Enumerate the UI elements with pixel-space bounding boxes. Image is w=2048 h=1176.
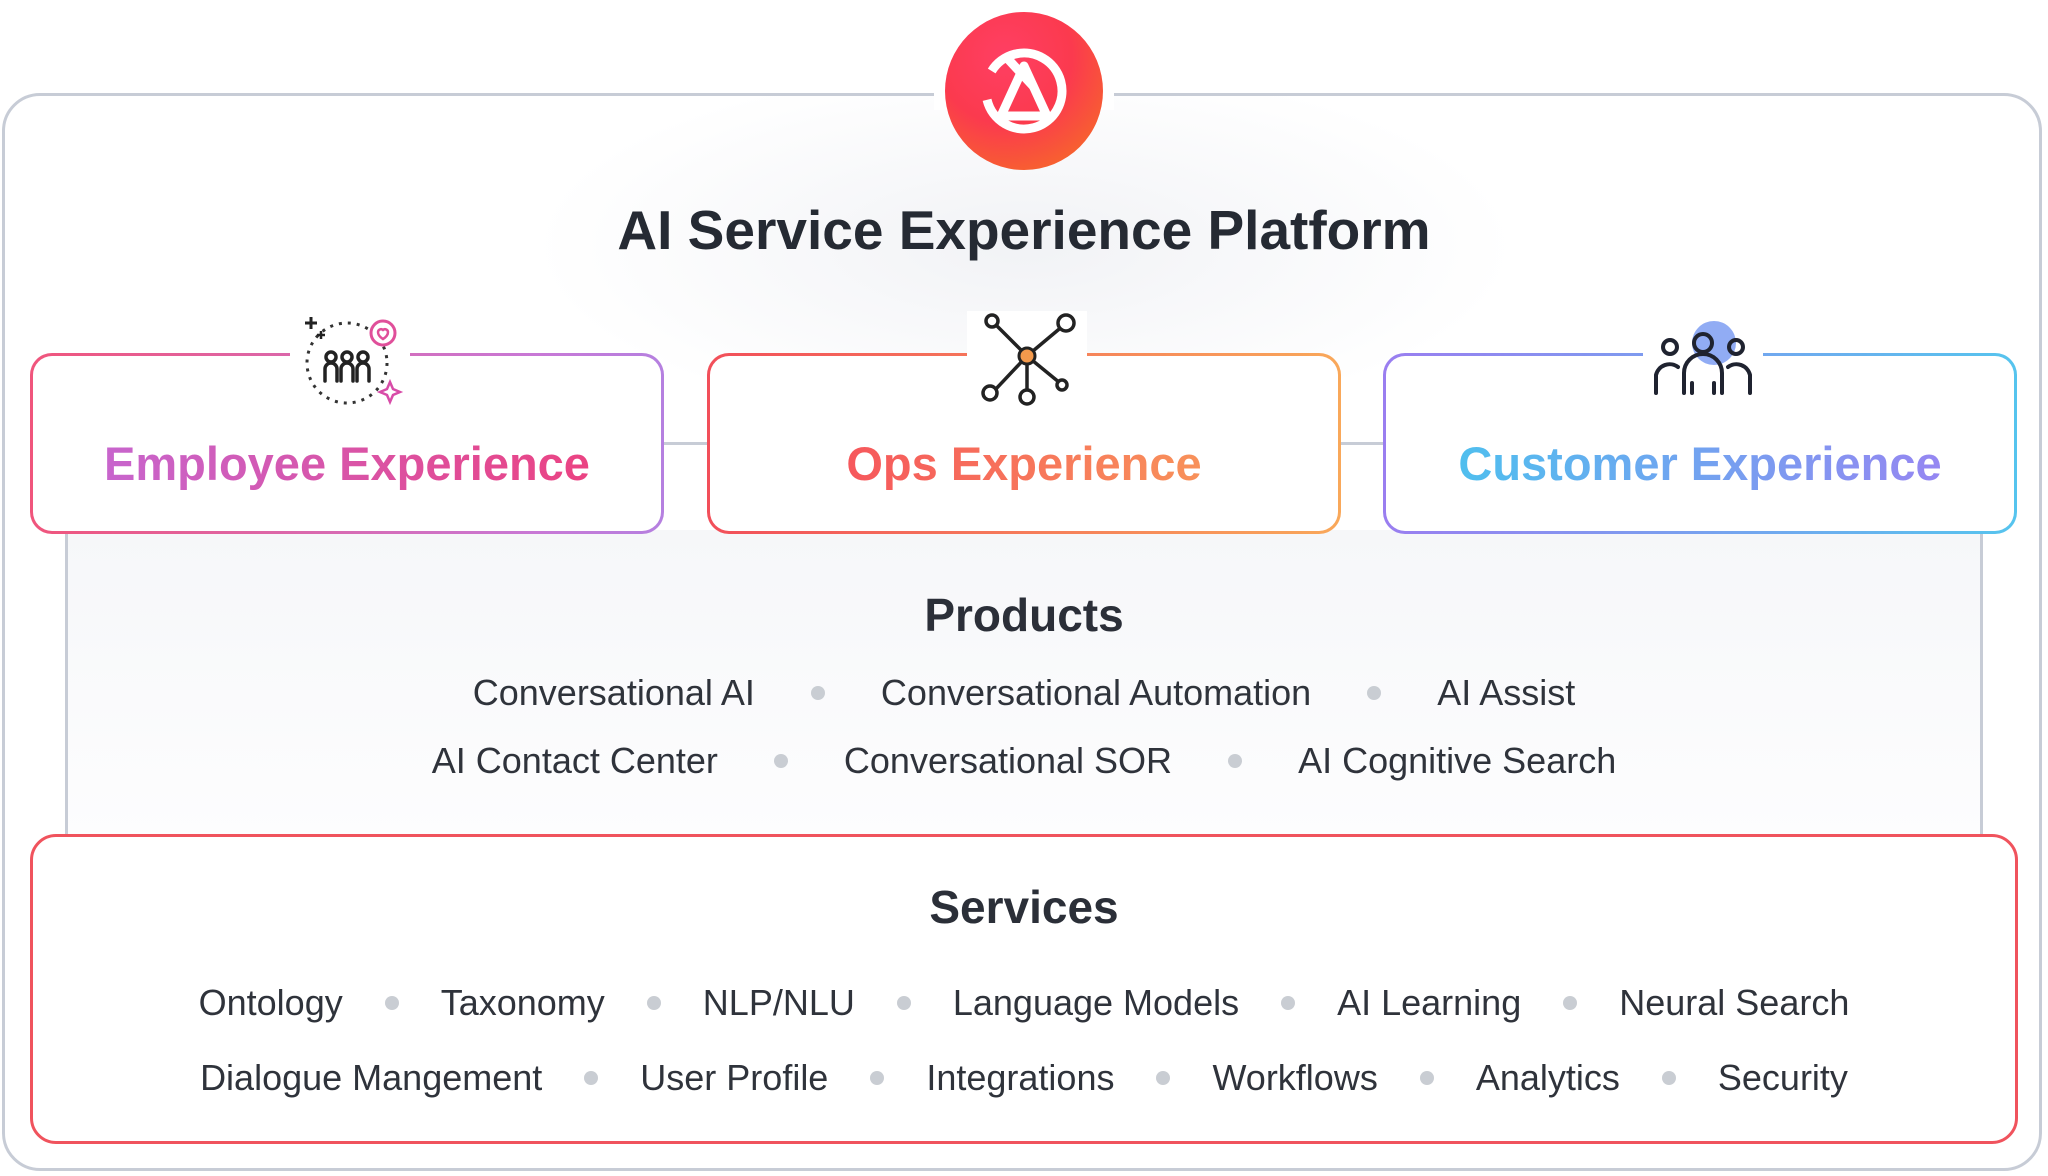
connector-right xyxy=(1341,442,1383,445)
service-item: NLP/NLU xyxy=(702,982,855,1023)
services-row-1: Ontology Taxonomy NLP/NLU Language Model… xyxy=(0,982,2048,1024)
service-item: AI Learning xyxy=(1337,982,1522,1023)
product-item: AI Cognitive Search xyxy=(1298,740,1617,781)
products-title: Products xyxy=(924,589,1124,641)
separator-dot xyxy=(773,754,788,768)
separator-dot xyxy=(584,1071,599,1085)
separator-dot xyxy=(646,996,661,1010)
service-item: Integrations xyxy=(926,1057,1115,1098)
separator-dot xyxy=(1228,754,1243,768)
products-band xyxy=(65,530,1983,837)
service-item: Workflows xyxy=(1212,1057,1378,1098)
service-item: Neural Search xyxy=(1619,982,1850,1023)
service-item: Analytics xyxy=(1475,1057,1620,1098)
service-item: Dialogue Mangement xyxy=(200,1057,543,1098)
employee-experience-card[interactable]: Employee Experience xyxy=(30,311,664,534)
service-item: Taxonomy xyxy=(440,982,605,1023)
separator-dot xyxy=(384,996,399,1010)
separator-dot xyxy=(870,1071,885,1085)
employee-experience-label: Employee Experience xyxy=(33,436,661,491)
platform-title: AI Service Experience Platform xyxy=(617,199,1431,261)
ops-experience-label: Ops Experience xyxy=(710,436,1338,491)
separator-dot xyxy=(1367,686,1382,700)
network-nodes-icon xyxy=(967,311,1087,411)
service-item: User Profile xyxy=(640,1057,829,1098)
product-item: AI Contact Center xyxy=(431,740,718,781)
product-item: Conversational Automation xyxy=(880,672,1312,713)
separator-dot xyxy=(1281,996,1296,1010)
separator-dot xyxy=(1661,1071,1676,1085)
separator-dot xyxy=(896,996,911,1010)
brand-logo-icon xyxy=(945,12,1103,170)
separator-dot xyxy=(1156,1071,1171,1085)
product-item: AI Assist xyxy=(1437,672,1576,713)
service-item: Language Models xyxy=(952,982,1240,1023)
services-title: Services xyxy=(929,881,1119,933)
products-row-1: Conversational AI Conversational Automat… xyxy=(0,672,2048,714)
services-box xyxy=(30,834,2018,1144)
ops-experience-card[interactable]: Ops Experience xyxy=(707,311,1341,534)
product-item: Conversational AI xyxy=(472,672,755,713)
separator-dot xyxy=(1563,996,1578,1010)
customer-experience-label: Customer Experience xyxy=(1386,436,2014,491)
customer-group-icon xyxy=(1643,311,1763,411)
products-row-2: AI Contact Center Conversational SOR AI … xyxy=(0,740,2048,782)
employee-group-icon xyxy=(290,311,410,411)
product-item: Conversational SOR xyxy=(843,740,1173,781)
connector-left xyxy=(664,442,707,445)
separator-dot xyxy=(1419,1071,1434,1085)
separator-dot xyxy=(810,686,825,700)
customer-experience-card[interactable]: Customer Experience xyxy=(1383,311,2017,534)
service-item: Security xyxy=(1717,1057,1848,1098)
services-row-2: Dialogue Mangement User Profile Integrat… xyxy=(0,1057,2048,1099)
service-item: Ontology xyxy=(198,982,343,1023)
